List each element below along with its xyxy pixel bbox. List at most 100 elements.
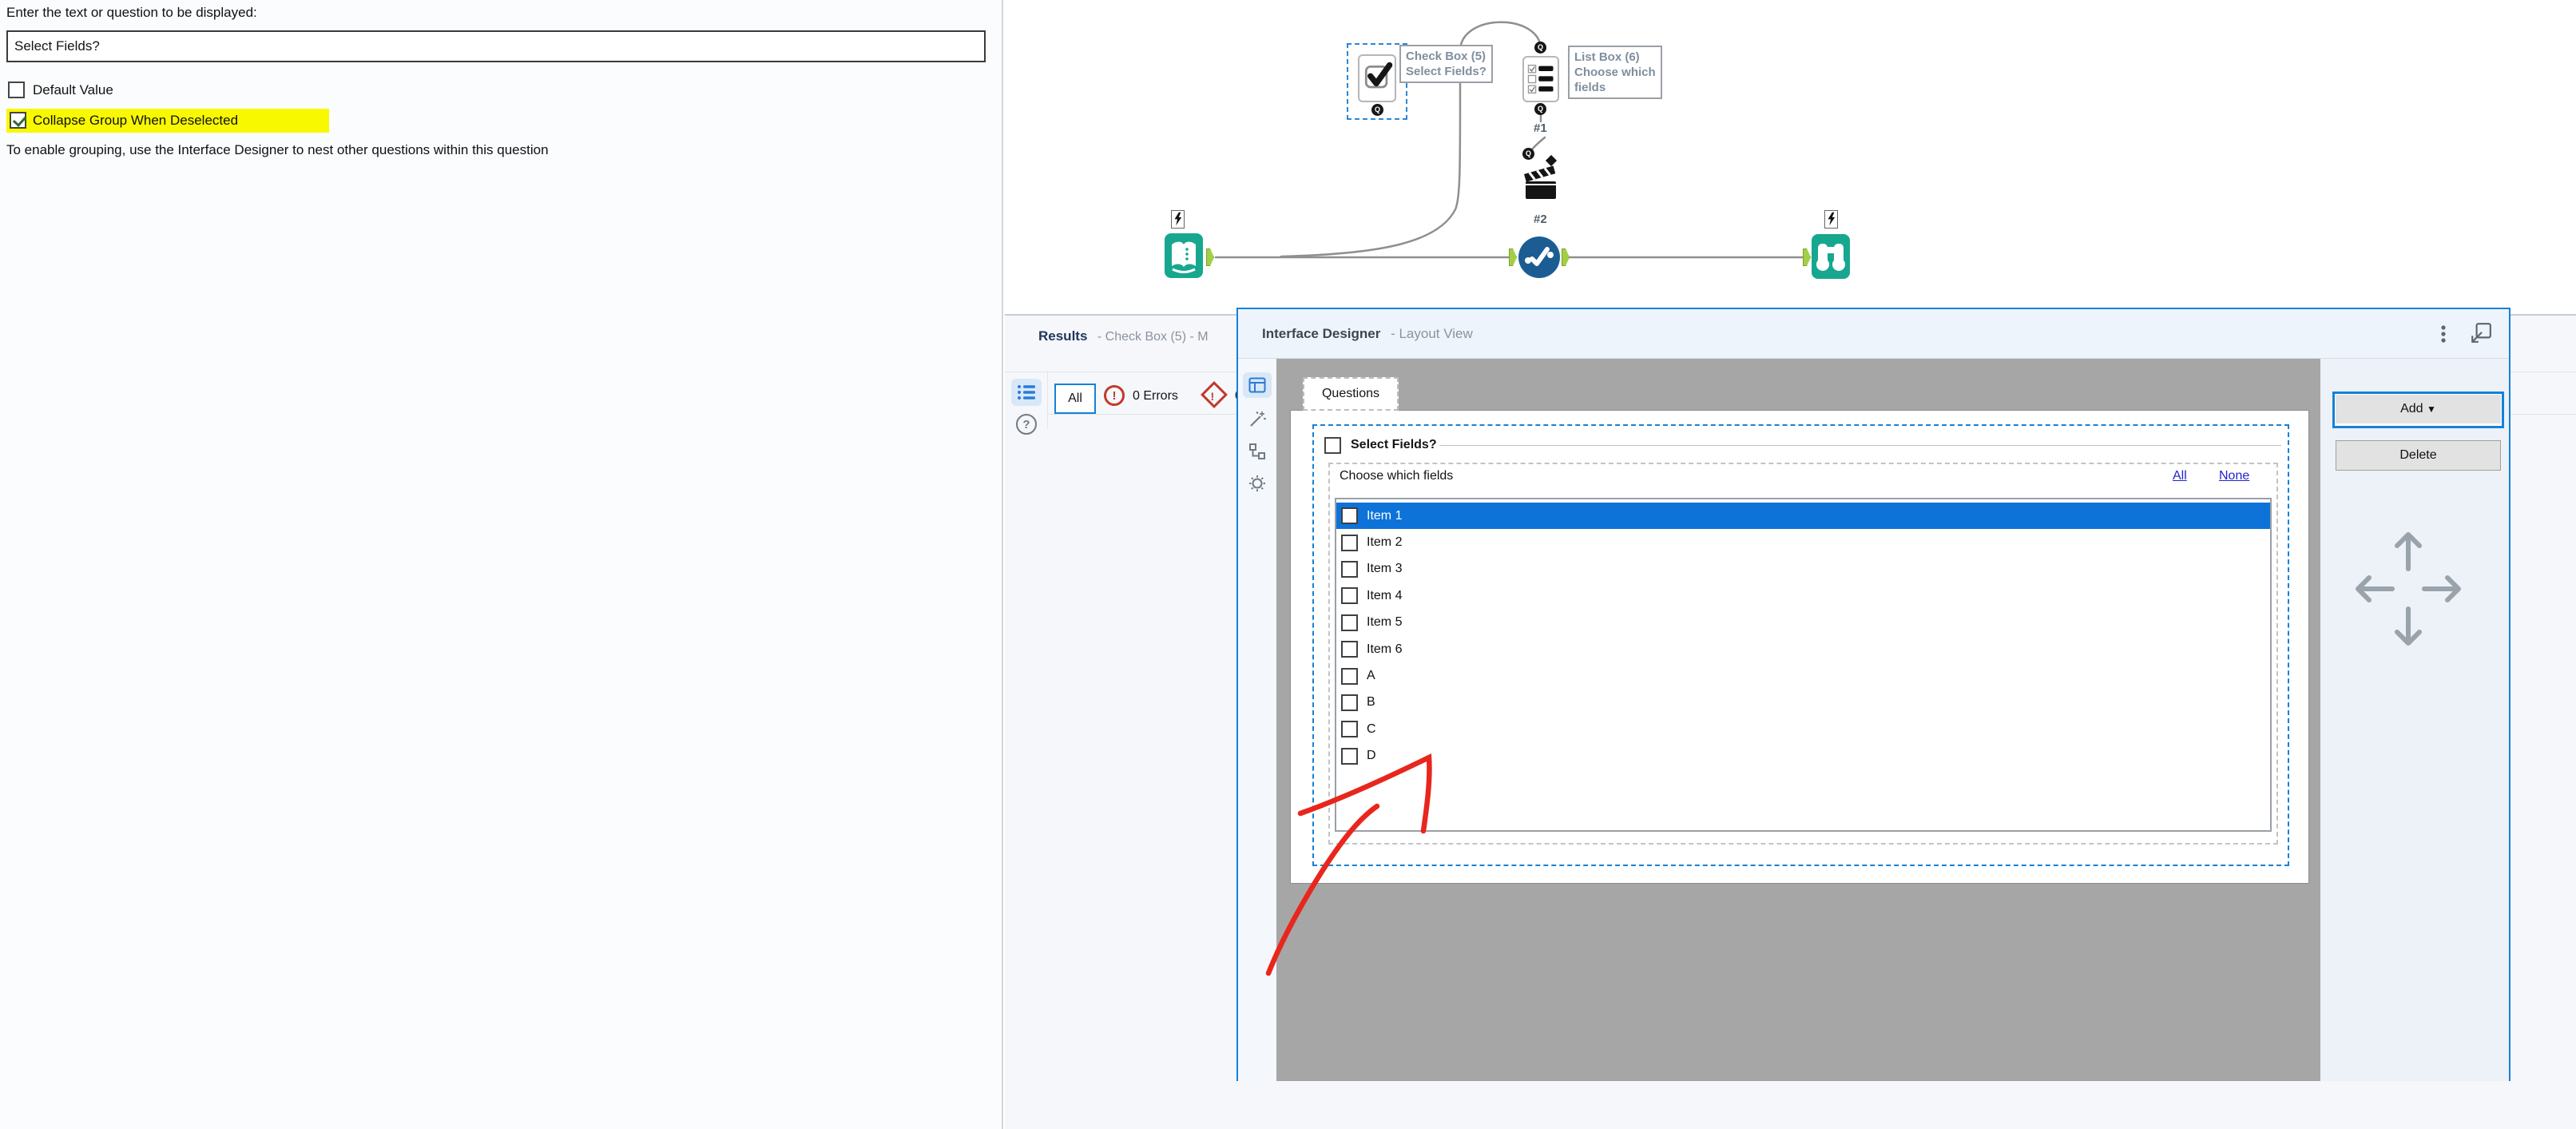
listbox-icon [1527, 64, 1554, 94]
popout-window-icon[interactable] [2470, 322, 2492, 348]
list-item[interactable]: Item 4 [1336, 582, 2270, 609]
results-header: Results - Check Box (5) - M [1038, 328, 1209, 344]
clapperboard-icon [1524, 154, 1558, 199]
move-right-arrow [2422, 575, 2461, 602]
item-checkbox[interactable] [1341, 534, 1358, 551]
add-button[interactable]: Add ▼ [2336, 395, 2501, 423]
book-icon [1172, 241, 1196, 273]
item-label: Item 3 [1367, 562, 1403, 576]
item-label: C [1367, 722, 1376, 736]
collapse-group-label: Collapse Group When Deselected [33, 113, 239, 128]
conv-errors-icon: ! [1201, 381, 1228, 408]
connection-label-2: #2 [1534, 213, 1547, 226]
collapse-highlight [6, 109, 329, 133]
item-checkbox[interactable] [1341, 694, 1358, 711]
group-checkbox[interactable] [1324, 437, 1341, 454]
item-checkbox[interactable] [1341, 507, 1358, 525]
list-item[interactable]: C [1336, 716, 2270, 742]
designer-view-sidebar [1238, 359, 1276, 1081]
move-down-arrow [2395, 606, 2422, 646]
item-label: Item 2 [1367, 535, 1403, 550]
window-menu-icon[interactable] [2440, 324, 2447, 350]
input-anchor[interactable] [1803, 248, 1811, 266]
errors-icon: ! [1104, 385, 1125, 406]
tool-configuration-panel: Enter the text or question to be display… [0, 0, 1003, 1129]
gear-icon [1249, 475, 1265, 491]
delete-button[interactable]: Delete [2336, 440, 2501, 471]
text-input-tool[interactable] [1165, 233, 1203, 278]
binoculars-icon [1816, 244, 1845, 271]
grouping-helper-text: To enable grouping, use the Interface De… [6, 142, 549, 157]
select-none-link[interactable]: None [2219, 469, 2250, 483]
question-group-selection[interactable] [1312, 424, 2289, 866]
list-item[interactable]: Item 3 [1336, 556, 2270, 582]
list-box-tool[interactable] [1522, 56, 1559, 102]
field-label: Choose which fields [1340, 469, 1454, 483]
group-label: Select Fields? [1351, 438, 1437, 451]
list-item[interactable]: B [1336, 690, 2270, 716]
window-titlebar[interactable]: Interface Designer - Layout View [1238, 309, 2509, 359]
listbox-tool-annotation[interactable]: List Box (6) Choose which fields [1568, 46, 1662, 99]
tree-icon [1249, 443, 1265, 459]
output-anchor[interactable] [1562, 248, 1570, 266]
question-text-label: Enter the text or question to be display… [6, 5, 257, 20]
collapse-group-checkbox[interactable] [10, 112, 27, 129]
list-item[interactable]: D [1336, 743, 2270, 769]
item-label: A [1367, 669, 1375, 683]
item-label: Item 4 [1367, 588, 1403, 602]
question-text-input[interactable]: Select Fields? [6, 30, 986, 62]
select-all-link[interactable]: All [2173, 469, 2187, 483]
browse-tool[interactable] [1812, 234, 1850, 279]
item-checkbox[interactable] [1341, 667, 1358, 685]
wand-icon [1250, 411, 1266, 427]
divider [1047, 372, 1048, 429]
lightning-flag-icon [1824, 210, 1838, 229]
connection-label-1: #1 [1534, 121, 1547, 135]
move-left-arrow [2356, 575, 2395, 602]
designer-actions-panel [2320, 359, 2509, 1081]
checkbox-tool-annotation[interactable]: Check Box (5) Select Fields? [1399, 45, 1493, 83]
action-tool[interactable] [1522, 154, 1559, 203]
list-item[interactable]: Item 1 [1336, 503, 2270, 530]
dropdown-caret-icon: ▼ [2427, 403, 2436, 415]
lightning-flag-icon [1171, 210, 1185, 229]
input-anchor[interactable] [1509, 248, 1517, 266]
output-anchor[interactable] [1206, 248, 1214, 266]
item-checkbox[interactable] [1341, 721, 1358, 738]
list-item[interactable]: Item 6 [1336, 636, 2270, 662]
item-label: Item 6 [1367, 642, 1403, 656]
questions-tab[interactable]: Questions [1303, 377, 1399, 411]
item-checkbox[interactable] [1341, 641, 1358, 658]
layout-icon [1248, 377, 1266, 393]
select-icon [1518, 237, 1560, 278]
item-checkbox[interactable] [1341, 560, 1358, 578]
list-item[interactable]: A [1336, 662, 2270, 689]
interface-designer-window: Interface Designer - Layout View [1236, 308, 2511, 1081]
filter-all-button[interactable]: All [1054, 384, 1096, 414]
tree-view-tab[interactable] [1243, 439, 1272, 464]
item-label: Item 5 [1367, 615, 1403, 630]
list-item[interactable]: Item 5 [1336, 610, 2270, 636]
select-tool[interactable] [1518, 236, 1561, 279]
item-checkbox[interactable] [1341, 747, 1358, 765]
list-icon [1018, 385, 1035, 400]
properties-tab[interactable] [1243, 471, 1272, 496]
check-box-tool[interactable] [1358, 54, 1396, 102]
item-checkbox[interactable] [1341, 587, 1358, 605]
listbox-question-region[interactable] [1328, 463, 2278, 845]
question-anchor[interactable]: Q [1534, 103, 1546, 115]
item-label: Item 1 [1367, 508, 1403, 523]
help-icon[interactable]: ? [1016, 414, 1037, 435]
test-view-tab[interactable] [1243, 407, 1272, 432]
errors-count[interactable]: 0 Errors [1133, 389, 1178, 403]
list-item[interactable]: Item 2 [1336, 529, 2270, 555]
item-checkbox[interactable] [1341, 614, 1358, 631]
layout-view-tab[interactable] [1243, 372, 1272, 398]
question-anchor[interactable]: Q [1371, 104, 1383, 116]
question-anchor[interactable]: Q [1534, 42, 1546, 54]
lightning-in-anchor[interactable]: Q [1522, 148, 1534, 160]
message-list-toggle[interactable] [1011, 379, 1042, 406]
default-value-checkbox[interactable] [8, 81, 25, 98]
